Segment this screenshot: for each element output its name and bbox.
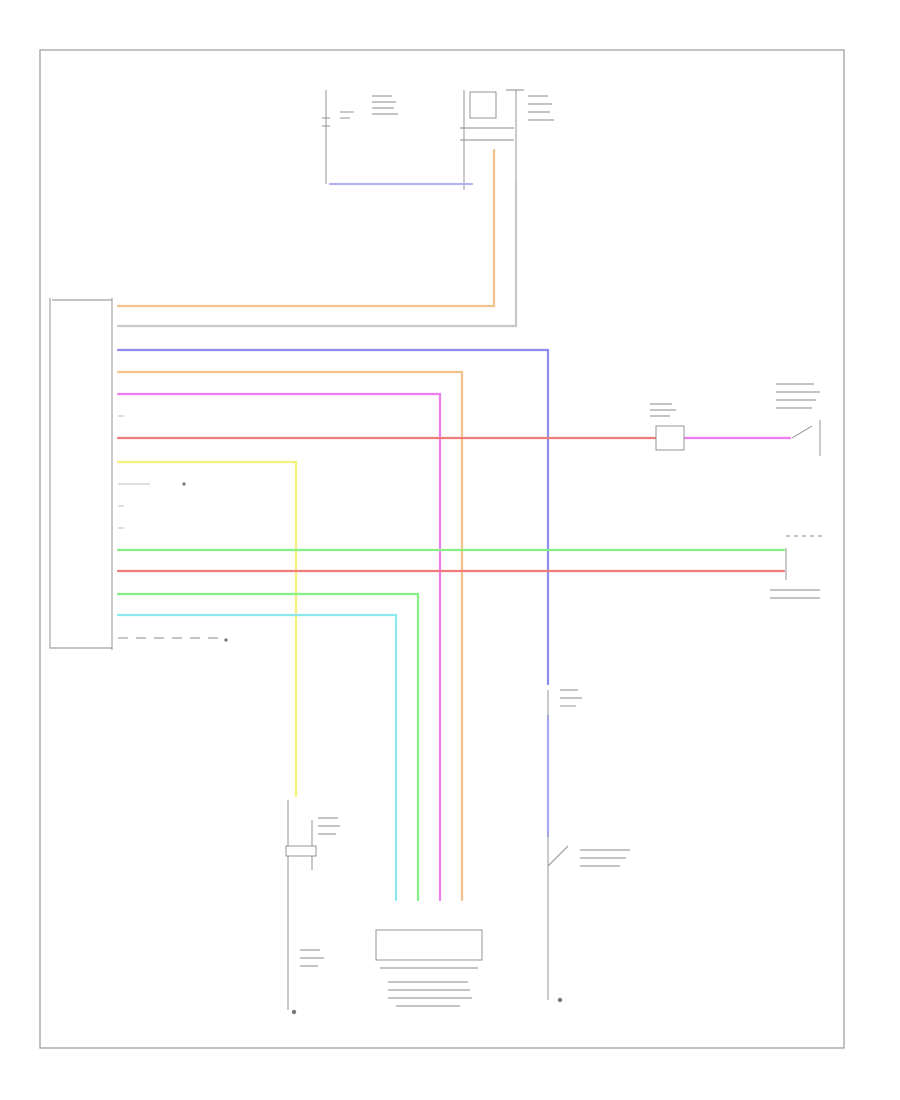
- wire-pink: [116, 392, 442, 902]
- wire-gray: [116, 178, 518, 328]
- switch-component-upper: [650, 403, 685, 451]
- splice-dot: [182, 482, 186, 486]
- top-right-fuse: [460, 89, 554, 326]
- pin-stubs: [118, 415, 150, 529]
- bottom-connector: [375, 929, 483, 1007]
- wire-cyan: [116, 613, 398, 902]
- diagram-frame: [39, 49, 845, 1049]
- control-unit: [49, 298, 113, 650]
- sensor-component-upper-right: [776, 383, 821, 456]
- lower-right-component: [547, 689, 630, 1003]
- top-left-fuse: [322, 90, 398, 184]
- wire-green-down: [116, 592, 420, 902]
- wire-orange-top: [116, 148, 496, 308]
- wire-yellow: [116, 460, 298, 798]
- wire-orange: [116, 370, 464, 902]
- wire-blue: [116, 348, 550, 686]
- wire-black-dashed: [118, 637, 228, 642]
- connector-right: [770, 535, 826, 599]
- lower-left-component: [285, 800, 340, 1015]
